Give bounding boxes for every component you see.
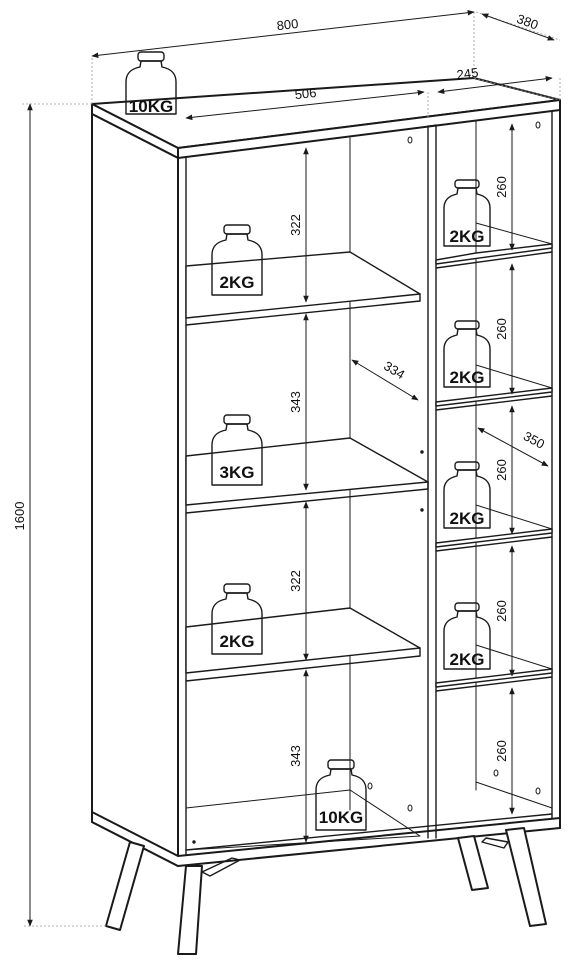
svg-text:2KG: 2KG <box>450 509 485 528</box>
right-shelves <box>435 222 553 809</box>
dim-right-inner-label: 245 <box>456 65 479 83</box>
weight-icon-right-1: 2KG <box>443 179 491 247</box>
leg-back-left <box>105 841 145 931</box>
dim-right-shelf-depth-label: 350 <box>521 428 547 451</box>
weight-icon-top: 10KG <box>125 51 177 116</box>
weight-icon-right-3: 2KG <box>443 461 491 529</box>
weight-icon-left-1: 2KG <box>211 224 263 296</box>
dim-left-height-2: 343 <box>288 391 303 413</box>
dim-right-height-2: 260 <box>494 318 509 340</box>
dim-depth-label: 380 <box>515 11 541 33</box>
leg-back-right <box>457 835 489 891</box>
legs <box>105 827 547 955</box>
dim-left-shelf-depth-line <box>351 359 419 401</box>
leg-front-left <box>177 865 203 955</box>
svg-text:3KG: 3KG <box>220 463 255 482</box>
pin-holes <box>192 121 541 844</box>
left-shelves <box>185 251 429 851</box>
dim-right-inner-line <box>437 75 553 95</box>
dim-left-inner-label: 506 <box>294 85 317 102</box>
svg-text:2KG: 2KG <box>220 273 255 292</box>
dim-left-inner-line <box>185 89 425 121</box>
cabinet-body <box>91 77 561 867</box>
dim-right-height-3: 260 <box>494 459 509 481</box>
dim-left-height-1: 322 <box>288 214 303 236</box>
weight-icon-left-4: 10KG <box>315 759 367 831</box>
svg-text:10KG: 10KG <box>319 808 363 827</box>
dim-left-height-4: 343 <box>288 745 303 767</box>
dimension-lines <box>22 9 561 927</box>
svg-text:2KG: 2KG <box>220 632 255 651</box>
dim-right-height-5: 260 <box>494 740 509 762</box>
leg-front-right <box>505 827 547 927</box>
bottom-plinth <box>91 811 561 867</box>
weight-icon-right-4: 2KG <box>443 602 491 670</box>
svg-text:10KG: 10KG <box>129 97 173 116</box>
dim-width-line <box>91 9 475 59</box>
svg-text:2KG: 2KG <box>450 227 485 246</box>
dim-right-height-1: 260 <box>494 176 509 198</box>
dim-right-height-4: 260 <box>494 600 509 622</box>
dim-left-shelf-depth-label: 334 <box>381 358 407 382</box>
dim-width-label: 800 <box>276 16 299 33</box>
dim-right-shelf-depth-line <box>477 427 549 467</box>
svg-text:2KG: 2KG <box>450 650 485 669</box>
dim-left-height-3: 322 <box>288 570 303 592</box>
weight-icons: 10KG 2KG 3KG 2KG 10KG 2KG <box>125 51 491 831</box>
weight-icon-right-2: 2KG <box>443 320 491 388</box>
dim-height-label: 1600 <box>12 502 27 531</box>
weight-icon-left-2: 3KG <box>211 414 263 486</box>
left-side-panel <box>91 113 179 867</box>
dim-depth-line <box>481 13 555 41</box>
svg-text:2KG: 2KG <box>450 368 485 387</box>
weight-icon-left-3: 2KG <box>211 583 263 655</box>
